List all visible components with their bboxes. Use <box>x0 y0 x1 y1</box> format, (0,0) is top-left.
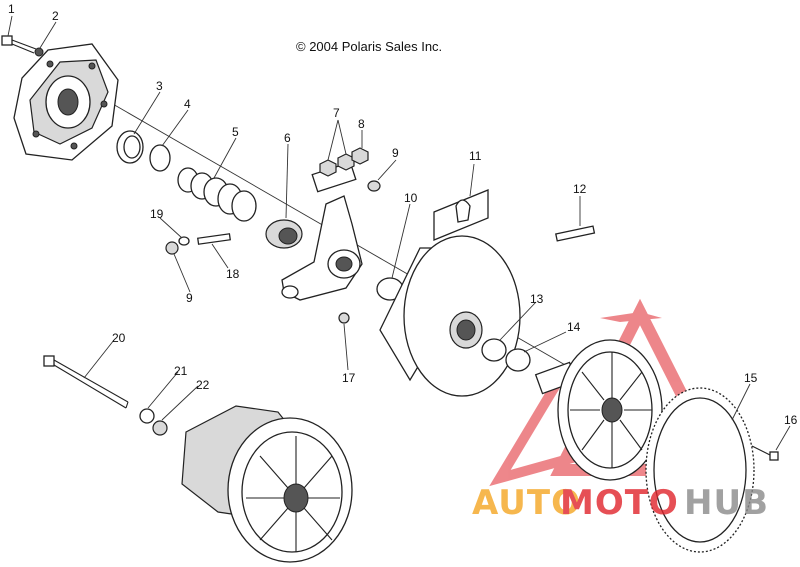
callout-9-lower: 9 <box>186 291 193 305</box>
callout-12: 12 <box>573 182 587 196</box>
part-spider-arm <box>281 195 363 301</box>
part-7-8-nuts <box>311 147 369 193</box>
copyright-text: © 2004 Polaris Sales Inc. <box>296 39 442 54</box>
part-14-washer <box>505 348 531 372</box>
callout-5: 5 <box>232 125 239 139</box>
watermark-text: AUTO MOTO HUB <box>472 483 769 523</box>
callout-20: 20 <box>112 331 126 345</box>
part-12-pin <box>555 225 596 242</box>
callout-3: 3 <box>156 79 163 93</box>
part-9-cap <box>367 180 381 192</box>
callout-6: 6 <box>284 131 291 145</box>
callout-16: 16 <box>784 413 798 427</box>
part-3-bearing <box>116 130 144 164</box>
part-15-ring-gear <box>645 387 755 553</box>
part-6-roller <box>265 219 303 249</box>
leader-lines <box>7 15 791 451</box>
part-20-bolt <box>43 355 129 409</box>
part-11-bracket <box>433 189 489 241</box>
callout-19: 19 <box>150 207 164 221</box>
part-18-pin <box>197 233 231 245</box>
part-21-washer <box>139 408 155 424</box>
callout-13: 13 <box>530 292 544 306</box>
callout-15: 15 <box>744 371 758 385</box>
part-16-screw <box>751 445 779 461</box>
callout-14: 14 <box>567 320 581 334</box>
callout-2: 2 <box>52 9 59 23</box>
callout-18: 18 <box>226 267 240 281</box>
part-22-nut <box>152 420 168 436</box>
callout-9: 9 <box>392 146 399 160</box>
part-13-bushing <box>481 338 507 362</box>
callout-4: 4 <box>184 97 191 111</box>
part-1-bolt <box>1 35 37 54</box>
part-19-washer <box>178 236 190 246</box>
part-housing-cover <box>13 43 119 161</box>
part-moveable-sheave <box>379 235 521 397</box>
part-clutch-assembly <box>181 405 353 563</box>
watermark-text-auto: AUTO <box>472 483 581 523</box>
callout-8: 8 <box>358 117 365 131</box>
part-2-washer <box>34 47 44 57</box>
watermark-peak <box>600 312 662 322</box>
part-9-cap-lower <box>165 241 179 255</box>
part-fixed-sheave <box>534 339 663 481</box>
part-5-spring <box>177 167 257 222</box>
callout-10: 10 <box>404 191 418 205</box>
callout-21: 21 <box>174 364 188 378</box>
watermark-text-hub: HUB <box>684 483 769 523</box>
part-4-snap-ring <box>149 144 171 172</box>
part-17-nut <box>338 312 350 324</box>
callout-11: 11 <box>469 149 482 163</box>
callout-22: 22 <box>196 378 210 392</box>
callout-1: 1 <box>8 2 15 16</box>
callout-7: 7 <box>333 106 340 120</box>
callout-17: 17 <box>342 371 356 385</box>
watermark-text-moto: MOTO <box>560 483 679 523</box>
callout-labels: 1 2 3 4 5 6 7 8 9 10 11 12 13 14 15 16 1… <box>8 2 798 427</box>
